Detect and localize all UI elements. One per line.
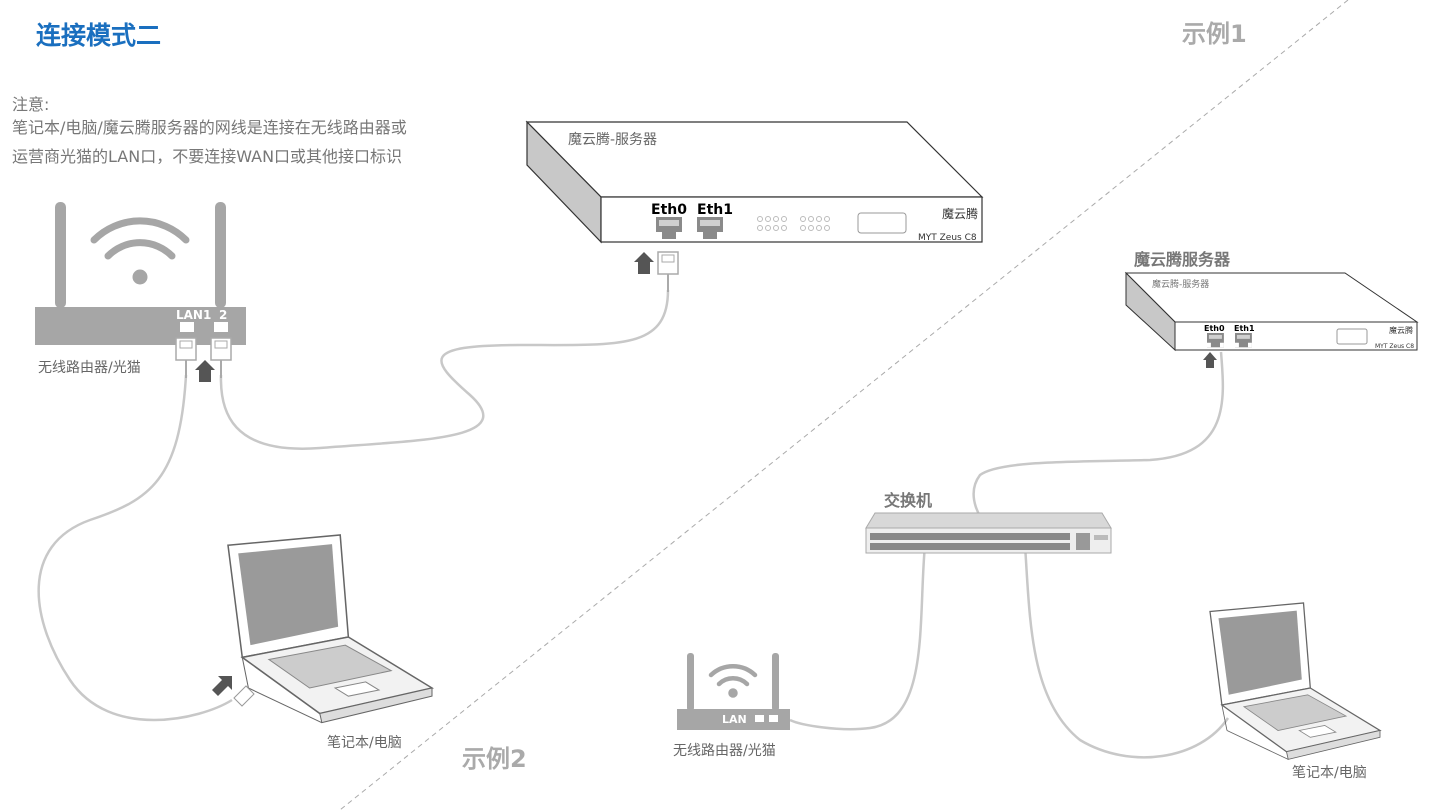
server-brand: 魔云腾 — [1389, 325, 1413, 335]
port-eth1-label: Eth1 — [1234, 324, 1255, 333]
eth0-port-icon — [1207, 333, 1224, 348]
lan2-label: 2 — [219, 308, 227, 322]
server-example1: 魔云腾-服务器 Eth0 Eth1 魔云腾 MYT Zeus C8 — [525, 120, 984, 293]
antenna-icon — [687, 653, 694, 711]
port-eth1-label: Eth1 — [697, 202, 733, 218]
eth1-port-icon — [1235, 333, 1252, 348]
wifi-icon — [90, 217, 190, 285]
page-title: 连接模式二 — [36, 21, 161, 50]
eth1-port-icon — [697, 217, 723, 239]
router-example1: LAN1 2 无线路由器/光猫 — [35, 202, 246, 382]
cables-example1 — [37, 289, 670, 722]
eth0-port-icon — [656, 217, 682, 239]
laptop-example1: 笔记本/电脑 — [212, 534, 433, 751]
router-example2: LAN 无线路由器/光猫 — [673, 653, 790, 759]
port-eth0-label: Eth0 — [1204, 324, 1225, 333]
switch-label: 交换机 — [884, 491, 932, 510]
cables-example2 — [789, 351, 1230, 759]
arrow-icon — [212, 676, 232, 696]
display-window — [1336, 328, 1368, 345]
lan1-label: LAN1 — [176, 308, 211, 322]
note-text-2: 运营商光猫的LAN口，不要连接WAN口或其他接口标识 — [12, 147, 402, 166]
switch-example2: 交换机 — [865, 491, 1112, 554]
ethernet-plug-icon — [233, 685, 255, 707]
display-window — [857, 212, 907, 234]
example2-label: 示例2 — [462, 745, 527, 773]
antenna-icon — [215, 202, 226, 308]
arrow-up-icon — [634, 252, 654, 274]
antenna-icon — [55, 202, 66, 308]
arrow-up-icon — [195, 360, 215, 382]
ethernet-plug-icon — [175, 337, 197, 379]
ethernet-plug-icon — [657, 251, 679, 293]
server-top-label: 魔云腾-服务器 — [568, 131, 657, 148]
wifi-icon — [708, 664, 758, 698]
switch-ports-icon — [870, 533, 1108, 550]
server-model: MYT Zeus C8 — [918, 233, 977, 243]
server-brand: 魔云腾 — [942, 206, 978, 221]
server-example2: 魔云腾服务器 魔云腾-服务器 Eth0 Eth1 魔云腾 MYT Zeus C8 — [1124, 250, 1419, 368]
server-model: MYT Zeus C8 — [1375, 343, 1414, 350]
laptop-example2: 笔记本/电脑 — [1209, 602, 1381, 781]
note-text-1: 笔记本/电脑/魔云腾服务器的网线是连接在无线路由器或 — [12, 118, 407, 137]
ethernet-plug-icon — [210, 337, 232, 379]
server-title: 魔云腾服务器 — [1134, 250, 1231, 269]
antenna-icon — [772, 653, 779, 711]
note-heading: 注意: — [12, 95, 49, 114]
port-eth0-label: Eth0 — [651, 202, 687, 218]
arrow-up-icon — [1203, 352, 1217, 368]
server-top-label: 魔云腾-服务器 — [1152, 278, 1209, 290]
laptop-label: 笔记本/电脑 — [1292, 765, 1367, 781]
laptop-label: 笔记本/电脑 — [327, 735, 402, 751]
example1-label: 示例1 — [1182, 20, 1247, 48]
lan-label: LAN — [722, 713, 747, 726]
router-label: 无线路由器/光猫 — [673, 743, 776, 759]
router-label: 无线路由器/光猫 — [38, 360, 141, 376]
led-indicators-icon — [757, 216, 830, 231]
